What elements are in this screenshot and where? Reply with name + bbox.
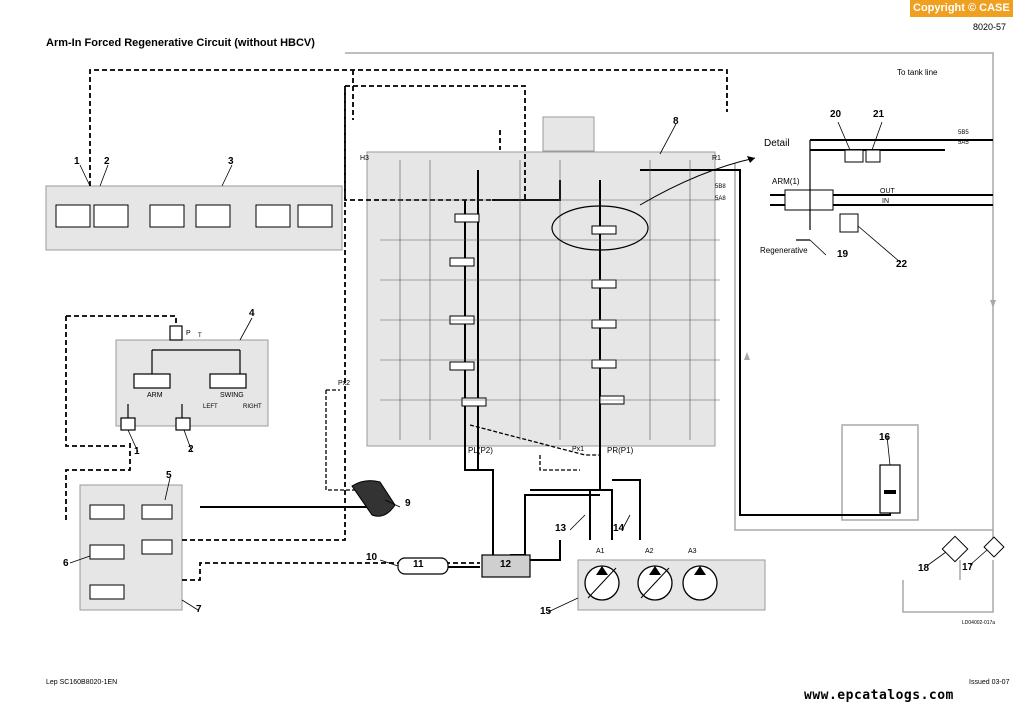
callout-19: 19 (837, 249, 849, 260)
right-label: RIGHT (243, 404, 262, 410)
detail-label: Detail (764, 138, 790, 149)
callout-8: 8 (673, 116, 679, 127)
callout-3: 3 (228, 156, 234, 167)
arm-label: ARM (147, 392, 163, 399)
callout-17: 17 (962, 562, 974, 573)
port-5b5-label: 5B5 (958, 130, 969, 136)
callout-2b: 2 (188, 444, 194, 455)
callout-6: 6 (63, 558, 69, 569)
callout-12: 12 (500, 559, 512, 570)
callout-16: 16 (879, 432, 891, 443)
page-title: Arm-In Forced Regenerative Circuit (with… (46, 37, 315, 49)
callout-10: 10 (366, 552, 378, 563)
port-5a8-label: 5A8 (715, 196, 726, 202)
callout-21: 21 (873, 109, 885, 120)
block-control-valve-8 (366, 151, 716, 447)
regenerative-label: Regenerative (760, 246, 808, 255)
callout-4: 4 (249, 308, 255, 319)
port-p-label: P (186, 330, 191, 337)
callout-1: 1 (74, 156, 80, 167)
left-label: LEFT (203, 404, 218, 410)
callout-1b: 1 (134, 446, 140, 457)
footer-doc-id: Lep SC160B8020-1EN (46, 679, 118, 686)
footer-issued: Issued 03-07 (969, 679, 1010, 686)
figure-id: LD04002-017a (962, 620, 996, 626)
callout-9: 9 (405, 498, 411, 509)
port-pr-label: PR(P1) (607, 446, 634, 455)
port-t-label: T (198, 333, 202, 339)
watermark-url: www.epcatalogs.com (804, 688, 954, 703)
callout-11: 11 (413, 559, 424, 570)
in-label: IN (882, 198, 889, 205)
port-a3-label: A3 (688, 548, 697, 555)
out-label: OUT (880, 188, 895, 195)
callout-7: 7 (196, 604, 202, 615)
callout-5: 5 (166, 470, 172, 481)
copyright-banner: Copyright © CASE (910, 0, 1013, 17)
callout-14: 14 (613, 523, 625, 534)
callout-13: 13 (555, 523, 567, 534)
port-h3-label: H3 (360, 155, 369, 162)
callout-22: 22 (896, 259, 908, 270)
callout-20: 20 (830, 109, 842, 120)
port-px1-label: Px1 (572, 446, 585, 453)
port-5b8-label: 5B8 (715, 184, 726, 190)
port-px2-label: Px2 (338, 380, 351, 387)
callout-18: 18 (918, 563, 930, 574)
arm1-label: ARM(1) (772, 177, 800, 186)
to-tank-line-label: To tank line (897, 68, 938, 77)
port-a1-label: A1 (596, 548, 605, 555)
block-pilot-valve (542, 116, 595, 152)
port-5a5-label: 5A5 (958, 140, 969, 146)
port-r1-label: R1 (712, 155, 721, 162)
swing-label: SWING (220, 392, 244, 399)
port-pl-label: PL(P2) (468, 446, 493, 455)
document-code: 8020-57 (973, 22, 1007, 32)
port-a2-label: A2 (645, 548, 654, 555)
callout-2: 2 (104, 156, 110, 167)
callout-15: 15 (540, 606, 552, 617)
